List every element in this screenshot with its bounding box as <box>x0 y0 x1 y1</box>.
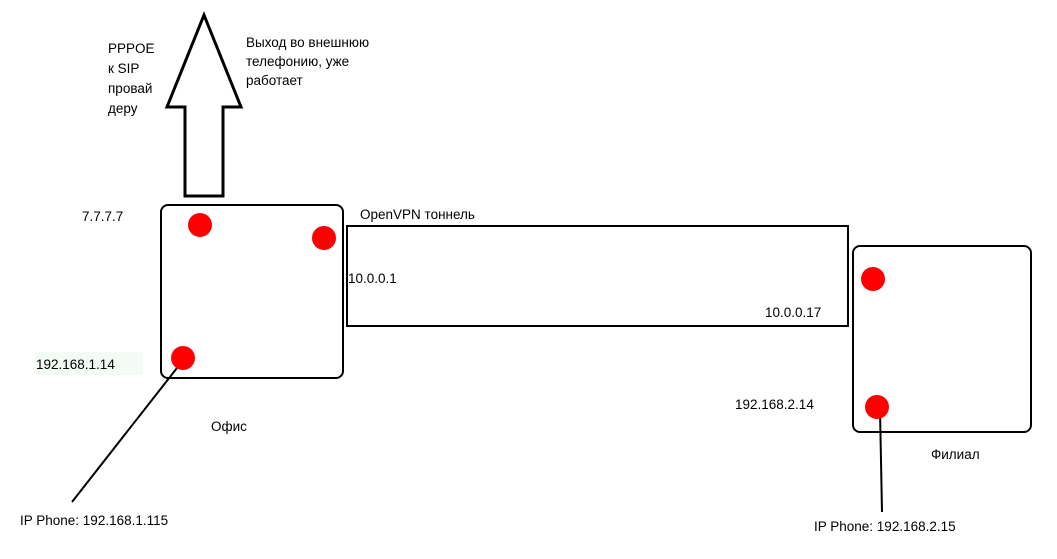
office-phone-label: IP Phone: 192.168.1.115 <box>20 513 168 528</box>
office-wan-ip: 7.7.7.7 <box>82 209 123 224</box>
arrow-note-left-line: к SIP <box>108 61 139 76</box>
branch-lan-ip: 192.168.2.14 <box>735 397 814 412</box>
office-wan-node <box>188 213 212 237</box>
office-lan-ip: 192.168.1.14 <box>36 357 115 372</box>
tunnel-office-ip: 10.0.0.1 <box>348 271 397 286</box>
tunnel-label: OpenVPN тоннель <box>360 207 475 222</box>
branch-phone-link <box>879 409 883 513</box>
branch-phone-label: IP Phone: 192.168.2.15 <box>814 519 956 534</box>
arrow-note-left-line: PPPOE <box>108 41 155 56</box>
tunnel-branch-ip: 10.0.0.17 <box>765 305 821 320</box>
branch-router-box <box>852 245 1032 433</box>
arrow-note-left-line: провай <box>108 81 152 96</box>
uplink-arrow <box>164 10 244 198</box>
arrow-note-right-line: Выход во внешнюю <box>246 35 369 50</box>
branch-vpn-node <box>861 267 885 291</box>
office-label: Офис <box>211 419 247 434</box>
branch-lan-node <box>865 395 889 419</box>
arrow-note-right-line: телефонию, уже <box>246 54 349 69</box>
office-phone-link <box>71 367 178 503</box>
office-lan-node <box>171 346 195 370</box>
office-lan-ip-highlight <box>36 352 143 375</box>
office-vpn-node <box>312 226 336 250</box>
arrow-note-right-line: работает <box>246 73 303 88</box>
office-router-box <box>160 204 344 379</box>
vpn-tunnel <box>346 225 849 327</box>
branch-label: Филиал <box>931 447 980 462</box>
arrow-note-left-line: деру <box>108 101 138 116</box>
